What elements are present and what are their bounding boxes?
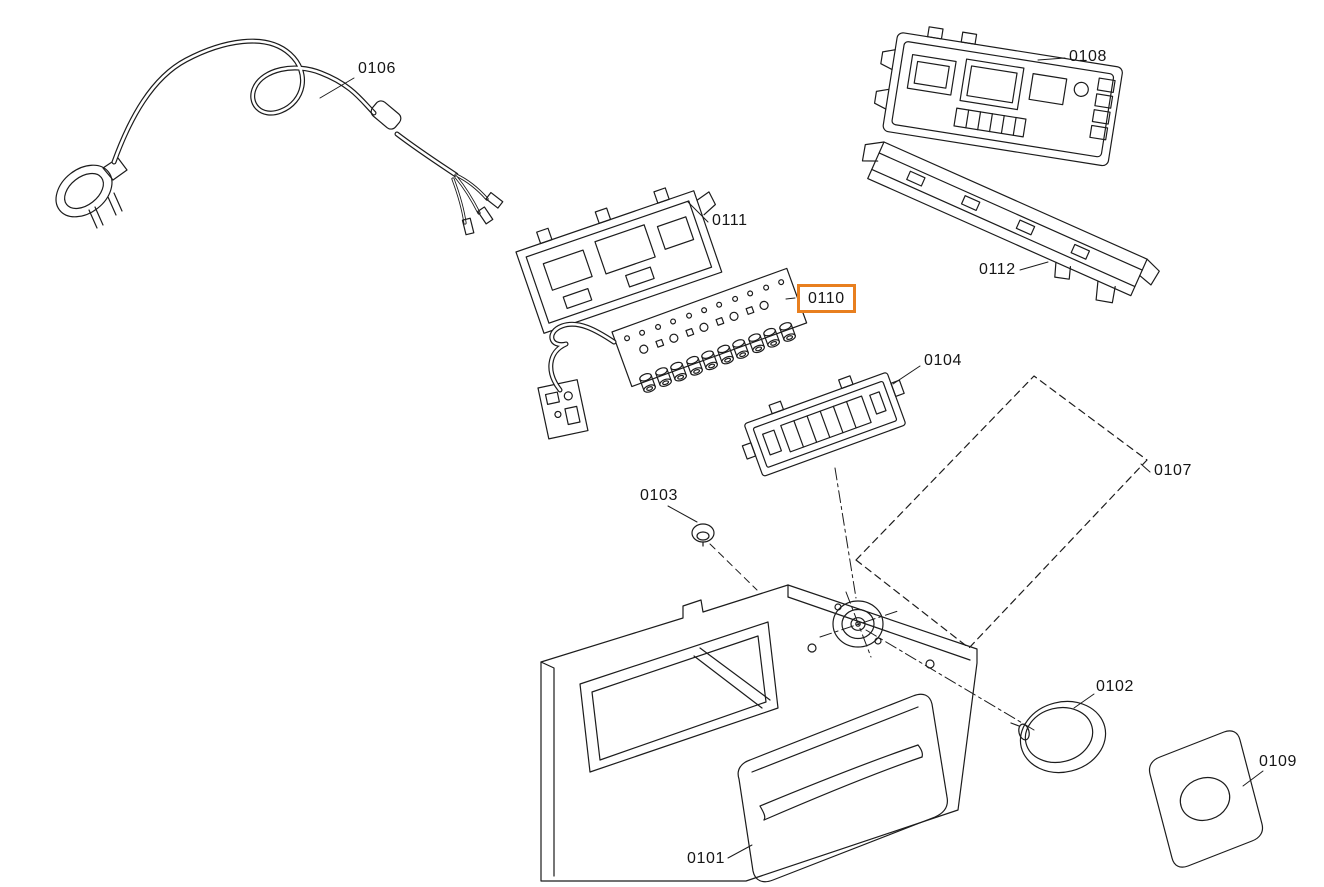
sensor-sub-board bbox=[537, 379, 589, 440]
push-button-drawing bbox=[691, 523, 715, 547]
part-label-0110-highlighted[interactable]: 0110 bbox=[797, 284, 856, 313]
drawer-front-drawing bbox=[737, 693, 949, 883]
display-module-drawing bbox=[741, 372, 906, 477]
part-label-0106[interactable]: 0106 bbox=[358, 60, 396, 77]
part-label-0104[interactable]: 0104 bbox=[924, 352, 962, 369]
panel-frame-drawing bbox=[540, 584, 978, 882]
cover-plate-drawing bbox=[1148, 730, 1264, 868]
assembly-center-lines bbox=[819, 467, 1035, 731]
part-label-0103[interactable]: 0103 bbox=[640, 487, 678, 504]
control-pcb-drawing bbox=[537, 267, 808, 440]
part-label-0101[interactable]: 0101 bbox=[687, 850, 725, 867]
support-frame-drawing bbox=[515, 187, 723, 334]
rotary-knob-drawing bbox=[1010, 700, 1107, 774]
leader-lines bbox=[319, 57, 1264, 859]
part-label-0111[interactable]: 0111 bbox=[712, 212, 748, 229]
part-label-0112[interactable]: 0112 bbox=[979, 261, 1016, 278]
part-label-0108[interactable]: 0108 bbox=[1069, 48, 1107, 65]
power-module-drawing bbox=[873, 26, 1123, 167]
assembly-dashed-lines bbox=[709, 543, 758, 591]
part-label-0102[interactable]: 0102 bbox=[1096, 678, 1134, 695]
mounting-rail-drawing bbox=[861, 141, 1160, 304]
part-label-0107[interactable]: 0107 bbox=[1154, 462, 1192, 479]
part-label-0109[interactable]: 0109 bbox=[1259, 753, 1297, 770]
fascia-outline-drawing bbox=[855, 375, 1148, 649]
power-cord-drawing bbox=[55, 38, 504, 236]
potentiometer-row bbox=[639, 322, 796, 393]
